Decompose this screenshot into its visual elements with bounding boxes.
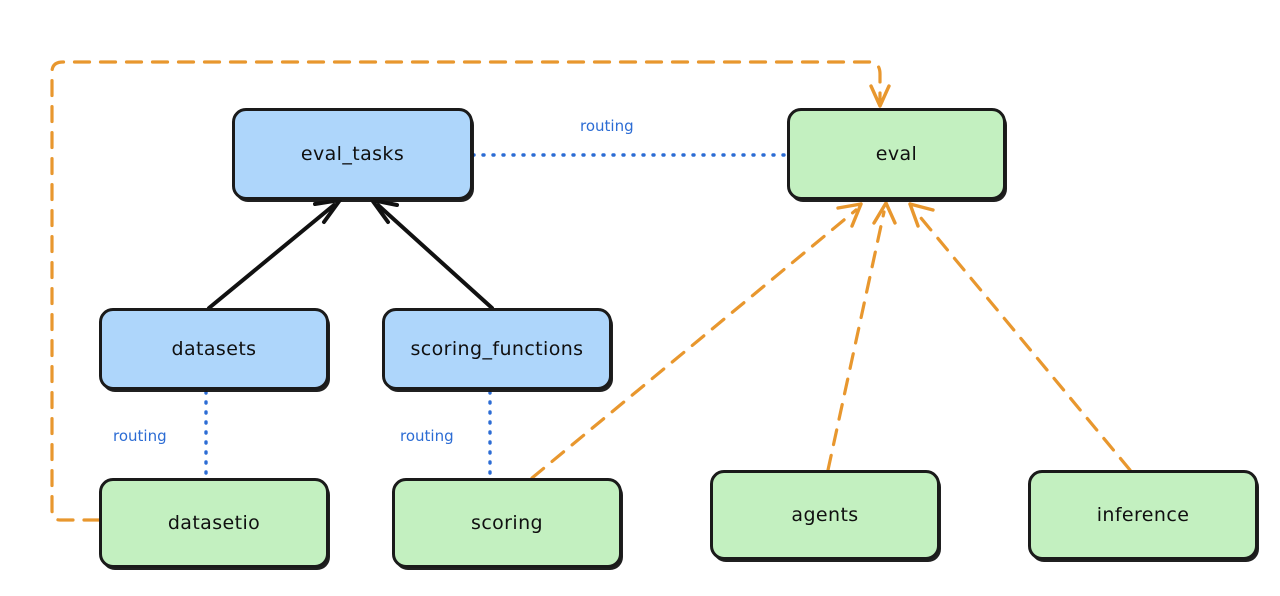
node-datasets[interactable]: datasets — [99, 308, 329, 390]
node-scoring-functions[interactable]: scoring_functions — [382, 308, 612, 390]
node-label: scoring_functions — [410, 338, 584, 360]
node-eval[interactable]: eval — [787, 108, 1006, 200]
edge-datasets-to-eval_tasks — [207, 198, 342, 310]
node-scoring[interactable]: scoring — [392, 478, 622, 568]
node-eval-tasks[interactable]: eval_tasks — [232, 108, 473, 200]
edge-label-routing-datasets-datasetio: routing — [113, 427, 167, 445]
node-label: eval_tasks — [300, 143, 405, 165]
node-label: inference — [1096, 504, 1190, 526]
node-label: eval — [875, 143, 918, 165]
edge-agents-to-eval — [826, 201, 897, 472]
node-label: scoring — [471, 512, 543, 534]
node-label: datasets — [171, 338, 257, 360]
node-label: datasetio — [167, 512, 261, 534]
node-label: agents — [791, 504, 859, 526]
node-inference[interactable]: inference — [1028, 470, 1258, 560]
edge-label-routing-eval-tasks-eval: routing — [580, 117, 634, 135]
edge-inference-to-eval — [908, 202, 1132, 472]
node-agents[interactable]: agents — [710, 470, 940, 560]
edge-label-routing-scoring-functions-scoring: routing — [400, 427, 454, 445]
edge-scoring_functions-to-eval_tasks — [370, 198, 494, 310]
node-datasetio[interactable]: datasetio — [99, 478, 329, 568]
